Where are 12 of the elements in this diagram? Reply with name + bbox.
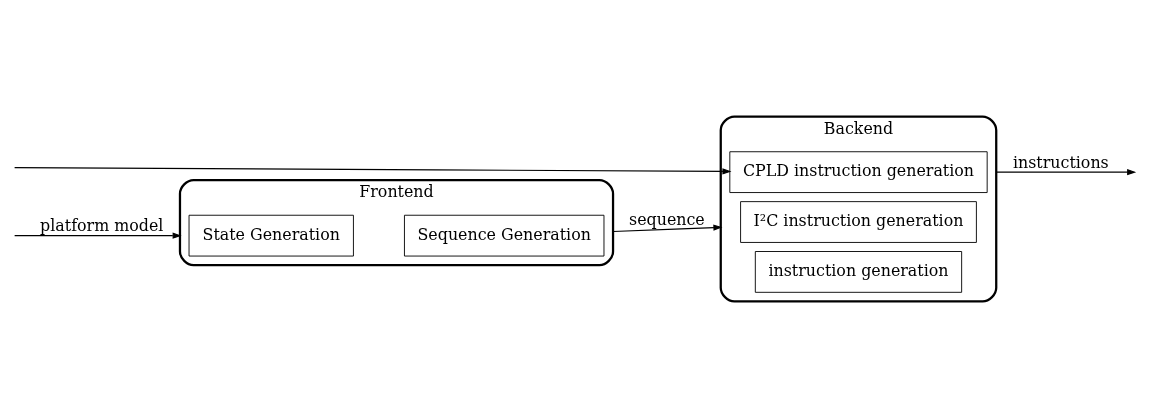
arrow (612, 224, 723, 233)
edge-label: platform model (40, 216, 164, 236)
arrow (14, 167, 732, 175)
node-box: instruction generation (754, 251, 963, 293)
node-box: I²C instruction generation (740, 201, 977, 243)
node-box: CPLD instruction generation (729, 151, 988, 193)
node-box: Sequence Generation (404, 214, 605, 257)
node-box: State Generation (188, 214, 354, 257)
edge-label: sequence (629, 209, 705, 229)
arrow (995, 168, 1137, 176)
arrow (14, 232, 182, 239)
edge-label: instructions (1012, 152, 1109, 172)
